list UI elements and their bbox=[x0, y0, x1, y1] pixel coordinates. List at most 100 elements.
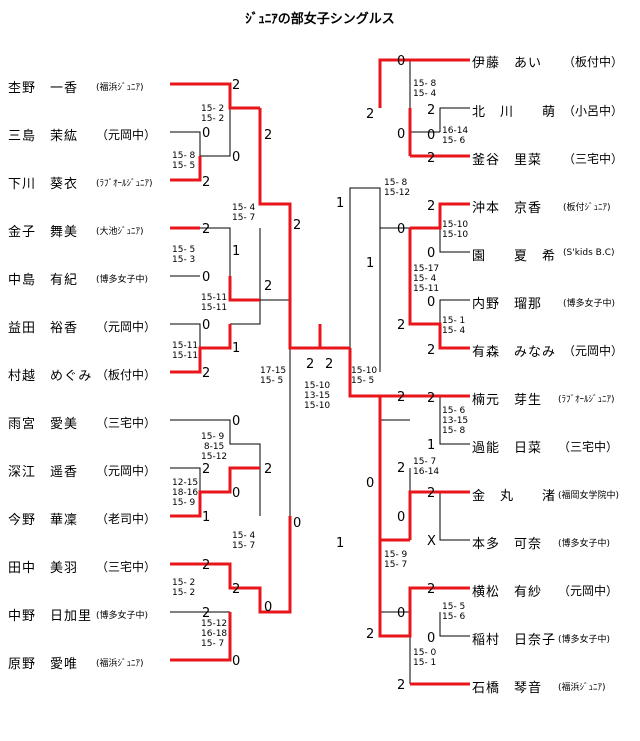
player-club: （三宅中） bbox=[558, 440, 619, 454]
player-club: (福浜ｼﾞｭﾆｱ) bbox=[96, 659, 144, 669]
player-name: 本多 可奈 bbox=[472, 537, 543, 552]
set-score: 1 bbox=[427, 438, 436, 453]
player-name: 益田 裕香 bbox=[8, 321, 79, 336]
game-scores: 15- 5 15- 3 bbox=[172, 245, 196, 265]
set-score: 2 bbox=[202, 175, 211, 190]
player-name: 楠元 芽生 bbox=[472, 393, 543, 408]
bracket-line bbox=[170, 467, 201, 492]
set-score: 0 bbox=[427, 128, 436, 143]
player-club: （小呂中） bbox=[563, 104, 624, 118]
set-score: 2 bbox=[397, 390, 406, 405]
set-score: 2 bbox=[427, 199, 436, 214]
set-score: 1 bbox=[366, 256, 375, 271]
set-score: 0 bbox=[366, 476, 375, 491]
player-club: （老司中） bbox=[96, 512, 157, 526]
bracket-line bbox=[170, 612, 232, 662]
game-scores: 15-10 13-15 15-10 bbox=[304, 381, 331, 411]
player-name: 中野 日加里 bbox=[8, 609, 93, 624]
bracket-line bbox=[380, 611, 411, 684]
game-scores: 16-14 15- 6 bbox=[442, 126, 469, 146]
player-club: (福浜ｼﾞｭﾆｱ) bbox=[96, 83, 144, 93]
set-score: 0 bbox=[427, 246, 436, 261]
game-scores: 12-15 18-16 15- 9 bbox=[172, 478, 199, 508]
set-score: 2 bbox=[397, 678, 406, 693]
bracket-line bbox=[439, 228, 470, 253]
set-score: 2 bbox=[202, 606, 211, 621]
player-name: 原野 愛唯 bbox=[8, 657, 79, 672]
bracket-line bbox=[379, 419, 410, 540]
bracket-line bbox=[230, 228, 261, 325]
player-name: 横松 有紗 bbox=[472, 585, 543, 600]
player-club: (博多女子中) bbox=[558, 539, 611, 549]
game-scores: 15- 2 15- 2 bbox=[201, 104, 225, 124]
bracket-line bbox=[378, 540, 470, 638]
set-score: 2 bbox=[427, 343, 436, 358]
player-name: 有森 みなみ bbox=[472, 345, 557, 360]
player-club: (博多女子中) bbox=[96, 275, 149, 285]
set-score: 2 bbox=[427, 582, 436, 597]
player-club: （元岡中） bbox=[558, 584, 619, 598]
set-score: 2 bbox=[264, 462, 273, 477]
set-score: 2 bbox=[202, 222, 211, 237]
set-score: 1 bbox=[336, 196, 345, 211]
set-score: 1 bbox=[232, 244, 241, 259]
player-name: 中島 有紀 bbox=[8, 273, 79, 288]
set-score: 2 bbox=[202, 366, 211, 381]
bracket-line bbox=[409, 108, 440, 133]
bracket-line bbox=[439, 612, 470, 637]
player-club: (福浜ｼﾞｭﾆｱ) bbox=[558, 683, 606, 693]
set-score: 2 bbox=[264, 128, 273, 143]
player-club: （元岡中） bbox=[96, 128, 157, 142]
bracket-line bbox=[170, 324, 232, 374]
set-score: 2 bbox=[427, 486, 436, 501]
bracket-line bbox=[379, 227, 410, 324]
set-score: 2 bbox=[293, 218, 302, 233]
game-scores: 15-12 16-18 15- 7 bbox=[201, 619, 228, 649]
set-score: 2 bbox=[232, 582, 241, 597]
bracket-line bbox=[439, 492, 470, 541]
player-name: 深江 遥香 bbox=[8, 465, 79, 480]
player-name: 過能 日菜 bbox=[472, 441, 543, 456]
game-scores: 15- 0 15- 1 bbox=[413, 648, 437, 668]
player-name: 稲村 日奈子 bbox=[472, 633, 557, 648]
player-club: (博多女子中) bbox=[563, 299, 616, 309]
bracket-line bbox=[408, 228, 470, 350]
set-score: 1 bbox=[232, 341, 241, 356]
player-club: （板付中） bbox=[96, 368, 157, 382]
game-scores: 15- 7 16-14 bbox=[413, 457, 440, 477]
player-name: 杢野 一香 bbox=[8, 81, 79, 96]
player-club: (大池ｼﾞｭﾆｱ) bbox=[96, 227, 144, 237]
bracket-line bbox=[200, 227, 231, 276]
player-club: （三宅中） bbox=[96, 416, 157, 430]
game-scores: 15- 2 15- 2 bbox=[172, 578, 196, 598]
game-scores: 15-11 15-11 bbox=[172, 341, 199, 361]
bracket-line bbox=[349, 187, 381, 372]
bracket-line bbox=[258, 108, 322, 350]
game-scores: 15- 6 13-15 15- 8 bbox=[442, 406, 469, 436]
set-score: 2 bbox=[325, 357, 334, 372]
player-name: 今野 華凜 bbox=[8, 513, 79, 528]
player-name: 村越 めぐみ bbox=[8, 369, 93, 384]
set-score: 0 bbox=[202, 318, 211, 333]
set-score: 2 bbox=[232, 78, 241, 93]
set-score: 2 bbox=[202, 462, 211, 477]
set-score: 0 bbox=[232, 150, 241, 165]
set-score: 0 bbox=[397, 222, 406, 237]
game-scores: 15- 8 15- 5 bbox=[172, 151, 196, 171]
player-club: （三宅中） bbox=[563, 152, 624, 166]
set-score: 0 bbox=[232, 414, 241, 429]
bracket-line bbox=[378, 58, 470, 108]
bracket-line bbox=[170, 466, 260, 518]
player-name: 金 丸 渚 bbox=[472, 489, 557, 504]
player-name: 金子 舞美 bbox=[8, 225, 79, 240]
game-scores: 15- 9 15- 7 bbox=[384, 550, 408, 570]
set-score: 0 bbox=[232, 654, 241, 669]
set-score: 2 bbox=[427, 391, 436, 406]
player-club: （元岡中） bbox=[96, 320, 157, 334]
set-score: 2 bbox=[397, 461, 406, 476]
set-score: 1 bbox=[202, 510, 211, 525]
bracket-line bbox=[410, 202, 470, 230]
set-score: 2 bbox=[366, 627, 375, 642]
